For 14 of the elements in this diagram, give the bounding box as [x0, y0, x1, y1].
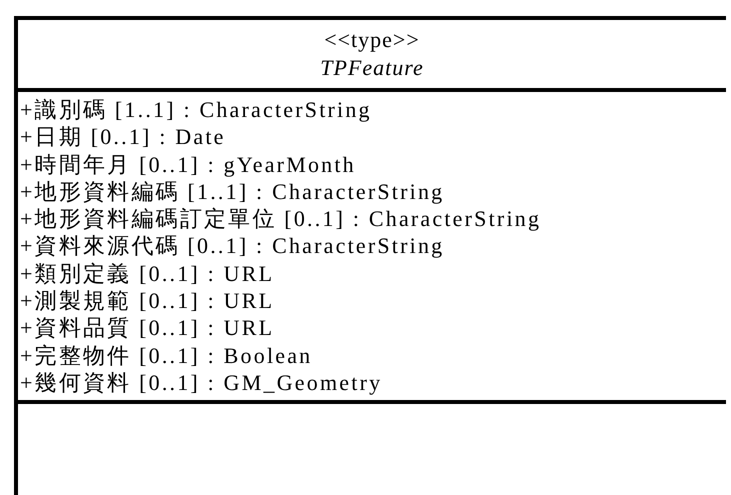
attribute-text: +地形資料編碼訂定單位 [0..1] : CharacterString [20, 205, 542, 232]
stereotype-text: <<type>> [324, 26, 420, 54]
attribute-text: +日期 [0..1] : Date [20, 123, 226, 151]
class-box [14, 16, 726, 495]
attribute-text: +幾何資料 [0..1] : GM_Geometry [20, 368, 382, 396]
attribute-text: +類別定義 [0..1] : URL [20, 260, 274, 288]
attribute-text: +時間年月 [0..1] : gYearMonth [20, 150, 356, 178]
class-name: TPFeature [320, 54, 424, 82]
attribute-text: +地形資料編碼 [1..1] : CharacterString [20, 178, 444, 206]
attribute-text: +資料來源代碼 [0..1] : CharacterString [20, 232, 444, 260]
attribute-text: +測製規範 [0..1] : URL [20, 287, 274, 314]
attribute-text: +識別碼 [1..1] : CharacterString [20, 96, 372, 124]
attribute-text: +資料品質 [0..1] : URL [20, 314, 274, 342]
attribute-text: +完整物件 [0..1] : Boolean [20, 342, 312, 369]
